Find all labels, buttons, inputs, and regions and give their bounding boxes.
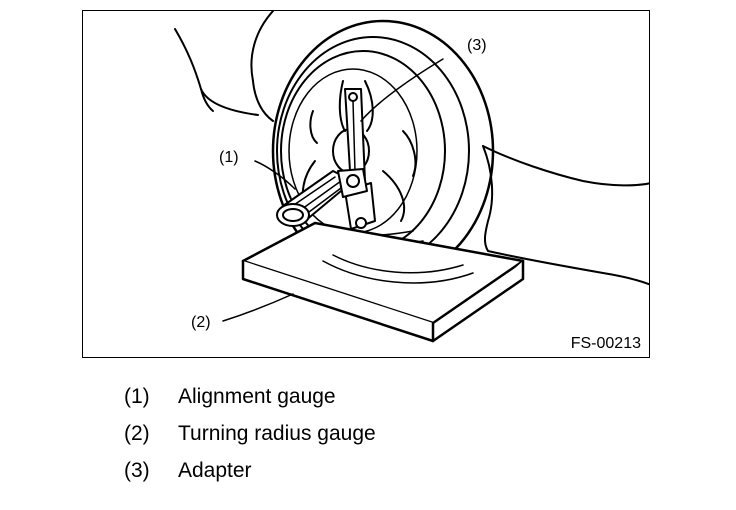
vehicle-fender [174, 11, 649, 286]
alignment-gauge [276, 168, 368, 227]
illustration-frame: (3) (1) (2) FS-00213 [82, 10, 650, 358]
callout-1: (1) [219, 149, 239, 166]
legend-number: (2) [124, 422, 150, 445]
turning-radius-gauge [241, 221, 525, 343]
legend-label: Adapter [178, 459, 252, 482]
leader-line-1 [254, 160, 296, 190]
legend-number: (3) [124, 459, 150, 482]
legend-number: (1) [124, 385, 150, 408]
leader-line-2 [222, 293, 294, 322]
callout-2: (2) [191, 314, 211, 331]
leader-line-3 [360, 58, 444, 122]
callout-3: (3) [467, 37, 487, 54]
wheel-alignment-illustration [174, 11, 649, 343]
legend-label: Alignment gauge [178, 385, 336, 408]
figure-id: FS-00213 [570, 335, 641, 352]
legend-label: Turning radius gauge [178, 422, 376, 445]
leader-lines [222, 58, 444, 322]
